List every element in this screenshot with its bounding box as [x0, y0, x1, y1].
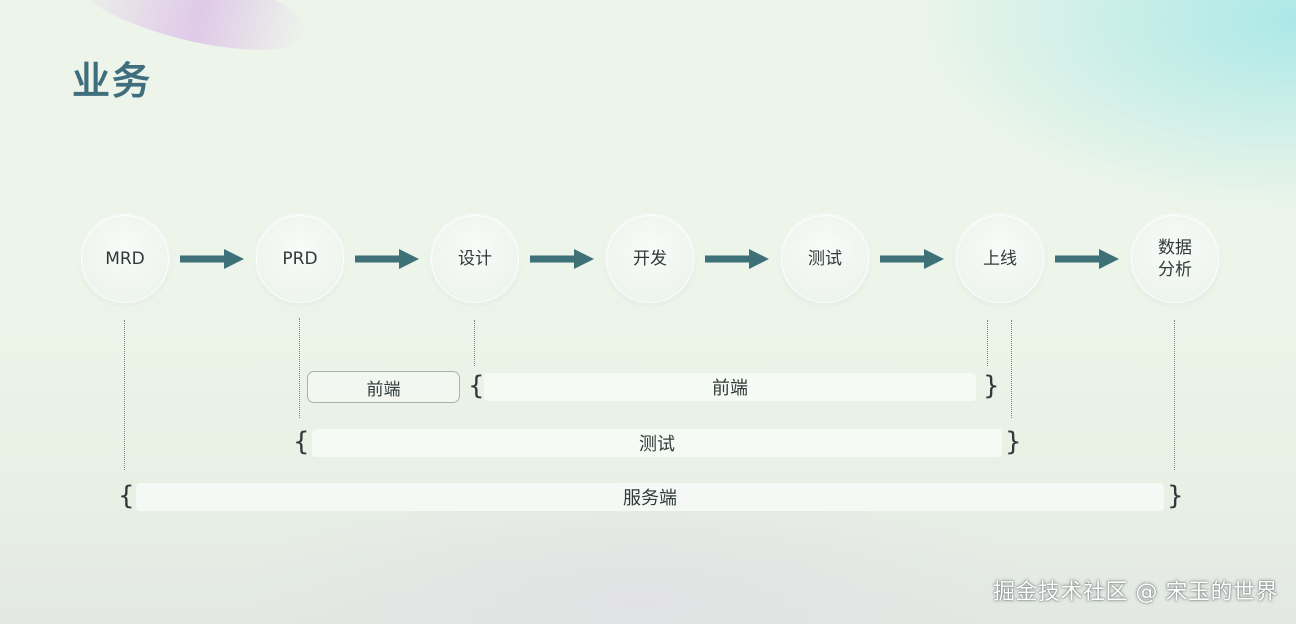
dotted-guide-mrd [124, 320, 125, 470]
flow-node-launch: 上线 [956, 215, 1044, 303]
brace-close: } [1167, 481, 1184, 511]
brace-close: } [1005, 427, 1022, 457]
brace-open: { [468, 371, 485, 401]
flow-node-label: 设计 [458, 249, 492, 269]
frontend-lane: 前端 [484, 373, 976, 401]
watermark: 掘金技术社区 @ 宋玉的世界 [993, 580, 1278, 605]
flow-node-label: 开发 [633, 249, 667, 269]
flow-node-label: 数据分析 [1158, 238, 1192, 280]
flow-node-design: 设计 [431, 215, 519, 303]
backend-lane: 服务端 [136, 483, 1164, 511]
page-title: 业务 [72, 59, 153, 103]
dotted-guide-data-analysis [1174, 320, 1175, 470]
arrow-right-icon [530, 249, 594, 269]
flow-node-label: 上线 [983, 249, 1017, 269]
flow-node-data-analysis: 数据分析 [1131, 215, 1219, 303]
arrow-right-icon [355, 249, 419, 269]
brace-open: { [293, 427, 310, 457]
frontend-pill-label: 前端 [307, 371, 460, 403]
brace-close: } [983, 371, 1000, 401]
dotted-guide-launch-right [1011, 320, 1012, 418]
flow-node-label: PRD [282, 249, 318, 269]
arrow-right-icon [880, 249, 944, 269]
flow-node-test: 测试 [781, 215, 869, 303]
arrow-right-icon [1055, 249, 1119, 269]
flow-node-label: MRD [105, 249, 145, 269]
dotted-guide-launch-left [987, 320, 988, 366]
flow-node-mrd: MRD [81, 215, 169, 303]
flow-node-label: 测试 [808, 249, 842, 269]
brace-open: { [118, 481, 135, 511]
flow-node-prd: PRD [256, 215, 344, 303]
dotted-guide-design [474, 320, 475, 366]
flow-node-develop: 开发 [606, 215, 694, 303]
dotted-guide-prd [299, 318, 300, 418]
arrow-right-icon [180, 249, 244, 269]
arrow-right-icon [705, 249, 769, 269]
testing-lane: 测试 [312, 429, 1002, 457]
